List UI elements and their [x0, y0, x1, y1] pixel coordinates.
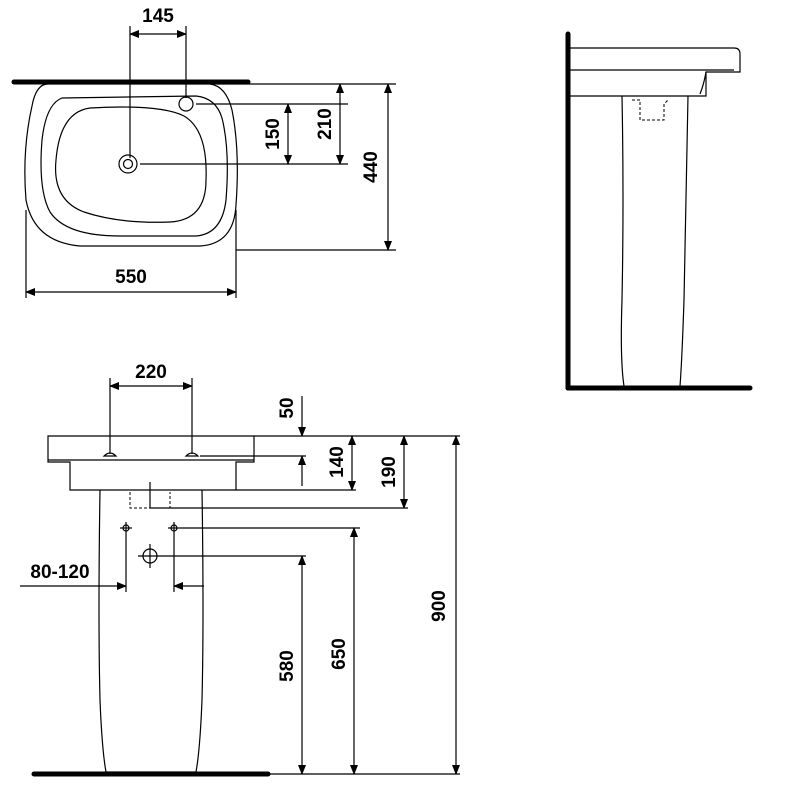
front-view: 220 50 140 190 80-120 580 650 900	[20, 362, 460, 777]
front-tap-right	[184, 452, 200, 457]
side-view	[565, 31, 753, 391]
top-drain	[118, 154, 138, 174]
dim-190-label: 190	[379, 456, 400, 488]
dim-900-label: 900	[429, 590, 450, 622]
dim-220-label: 220	[135, 362, 167, 383]
dim-140-label: 140	[327, 446, 348, 478]
dim-550-label: 550	[115, 267, 147, 288]
top-basin-bowl	[54, 106, 207, 223]
front-basin	[47, 435, 255, 491]
front-supply-left	[120, 522, 132, 534]
dim-145-label: 145	[142, 6, 174, 27]
top-drain-inner	[122, 158, 134, 170]
front-supply-right	[168, 522, 180, 534]
front-pedestal	[98, 489, 204, 773]
top-tap-hole	[178, 96, 194, 112]
dim-50-label: 50	[277, 397, 298, 418]
top-basin-rim	[40, 95, 228, 237]
dim-580-label: 580	[277, 650, 298, 682]
dim-440-label: 440	[361, 151, 382, 183]
front-waste-outlet	[138, 544, 162, 568]
dim-150-label: 150	[263, 118, 284, 150]
dim-210-label: 210	[315, 108, 336, 140]
top-basin-outer	[24, 83, 238, 247]
dim-80-120-label: 80-120	[30, 562, 89, 583]
front-tap-left	[102, 452, 118, 457]
top-view: 145 150 210 440 550	[11, 6, 396, 298]
dim-650-label: 650	[329, 638, 350, 670]
